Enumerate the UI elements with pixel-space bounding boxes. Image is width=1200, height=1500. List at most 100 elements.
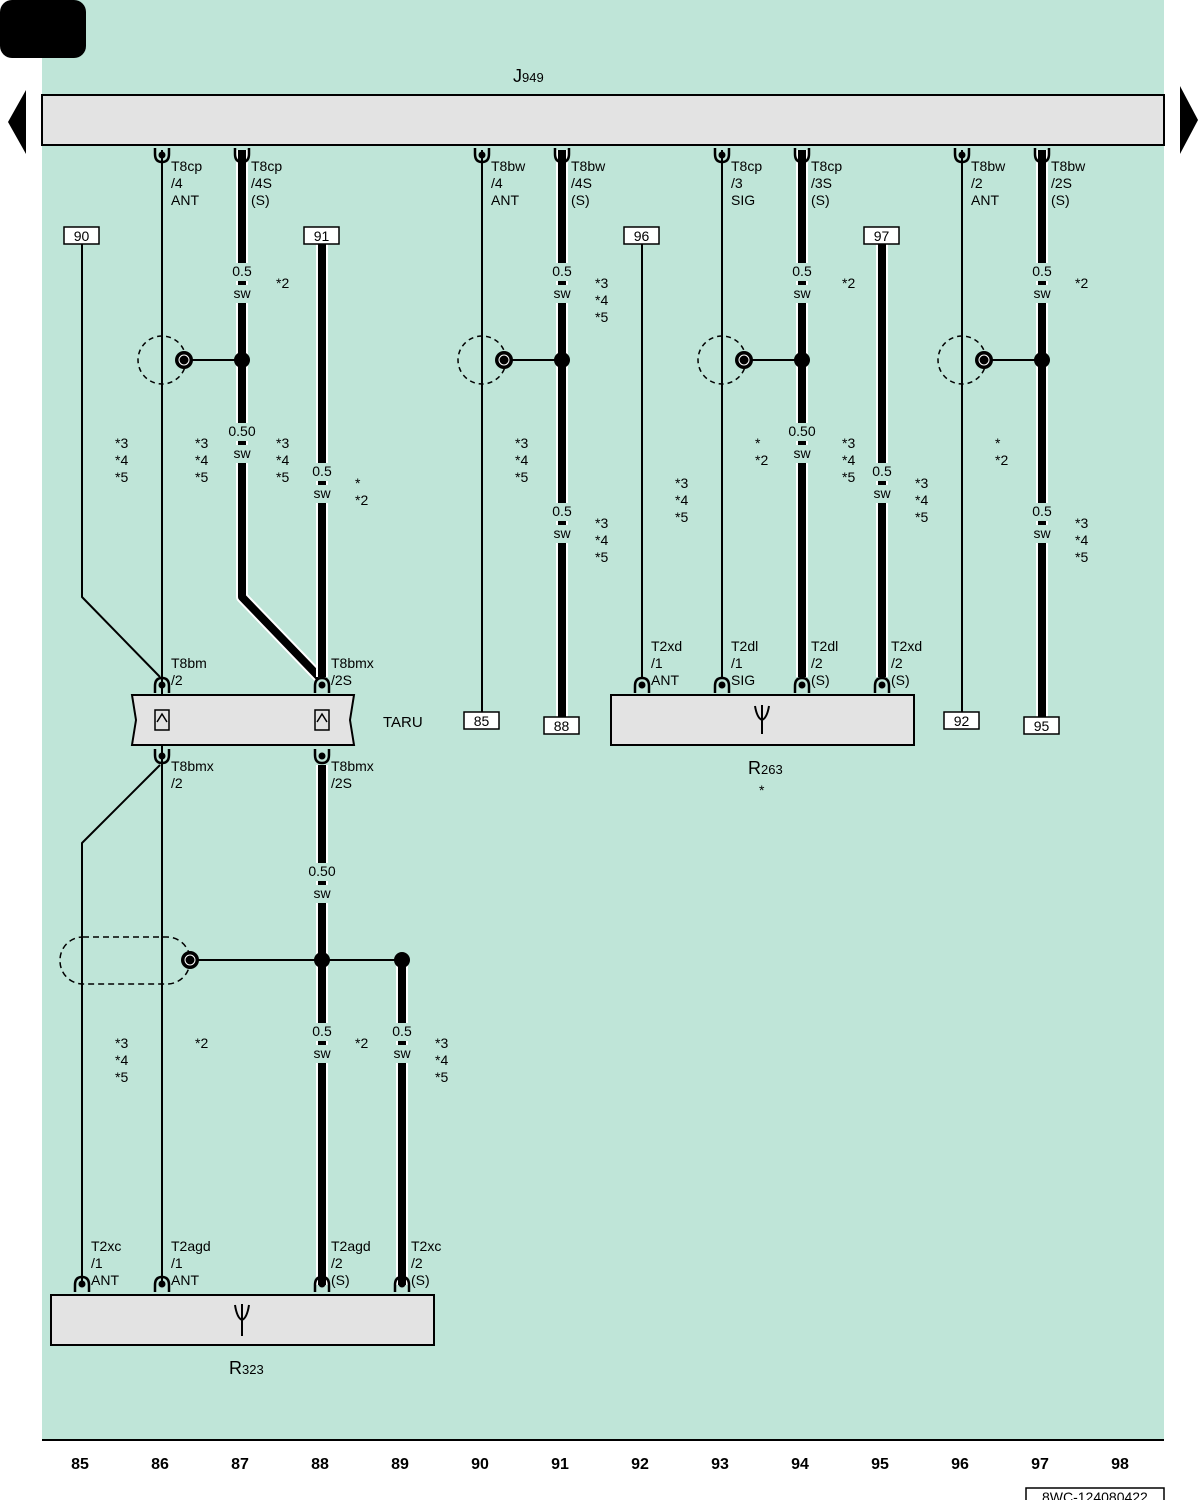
ref-box-95[interactable]: 95 [1023,716,1060,735]
note-marker: *5 [276,469,289,485]
junction-dot-2 [794,352,810,368]
pin-label: (S) [411,1272,430,1288]
unit-j949-label: J949 [513,66,544,86]
note-marker: *3 [842,435,855,451]
antenna-r323-icon [234,1304,250,1336]
note-marker: *5 [595,309,608,325]
ref-box-label: 96 [634,228,650,244]
column-number: 94 [791,1456,809,1473]
wire-spec: sw [393,1045,411,1061]
wire-spec: 0.5 [792,263,812,279]
nav-next-icon[interactable] [1180,86,1198,154]
wire-spec: sw [313,485,331,501]
column-number: 92 [631,1456,649,1473]
terminal-18 [313,1275,331,1292]
ref-box-90[interactable]: 90 [63,226,100,245]
ref-box-label: 97 [874,228,890,244]
ref-box-85[interactable]: 85 [463,711,500,730]
wire-spec: sw [873,485,891,501]
note-marker: * [995,435,1001,451]
taru-label: TARU [383,714,423,731]
note-marker: *2 [195,1035,208,1051]
note-marker: *5 [595,549,608,565]
terminal-16 [73,1275,91,1292]
note-marker: *2 [755,452,768,468]
wire-spec: sw [793,285,811,301]
terminal-3 [553,148,571,164]
shield-drain-point-4 [181,951,199,969]
ref-box-label: 90 [74,228,90,244]
pin-label: T8bmx [171,758,214,774]
note-marker: *3 [595,515,608,531]
note-marker: *5 [842,469,855,485]
pin-label: T8cp [811,158,842,174]
column-number: 89 [391,1456,409,1473]
terminal-2 [473,148,491,164]
wire-spec: 0.5 [232,263,252,279]
note-marker: *2 [276,275,289,291]
column-number: 98 [1111,1456,1129,1473]
ref-box-91[interactable]: 91 [303,226,340,245]
pin-label: T8cp [171,158,202,174]
wire-spec: 0.50 [788,423,815,439]
wire-spec: 0.50 [308,863,335,879]
nav-prev-icon[interactable] [8,90,26,154]
note-marker: *2 [1075,275,1088,291]
pin-label: T2xd [891,638,922,654]
pin-label: /4S [571,175,592,191]
pin-label: ANT [171,192,199,208]
pin-label: T2xc [91,1238,121,1254]
note-marker: * [355,475,361,491]
note-marker: *4 [595,532,608,548]
note-marker: *4 [842,452,855,468]
note-marker: * [755,435,761,451]
terminal-0 [153,148,171,164]
document-code-box [1025,1487,1165,1500]
wire-spec: 0.5 [1032,263,1052,279]
pin-label: /2 [171,775,183,791]
wire-spec: sw [793,445,811,461]
note-marker: *4 [915,492,928,508]
pin-label: /2 [811,655,823,671]
pin-label: /2S [331,775,352,791]
column-number: 86 [151,1456,169,1473]
pin-label: ANT [491,192,519,208]
ref-box-92[interactable]: 92 [943,711,980,730]
junction-dot-0 [234,352,250,368]
ref-box-label: 88 [554,718,570,734]
pin-label: /1 [171,1255,183,1271]
pin-label: T2xc [411,1238,441,1254]
wire-spec: sw [1033,285,1051,301]
ref-box-97[interactable]: 97 [863,226,900,245]
note-marker: *4 [115,1052,128,1068]
pin-label: T2agd [171,1238,211,1254]
ref-box-label: 91 [314,228,330,244]
note-marker: *4 [195,452,208,468]
pin-label: ANT [971,192,999,208]
shield-drain-point-0 [175,351,193,369]
column-number: 97 [1031,1456,1049,1473]
note-marker: *3 [276,435,289,451]
antenna-r323-label: R323 [229,1358,264,1378]
note-marker: *4 [675,492,688,508]
pin-label: (S) [251,192,270,208]
junction-dot-5 [394,952,410,968]
ref-box-88[interactable]: 88 [543,716,580,735]
ref-box-96[interactable]: 96 [623,226,660,245]
note-marker: *5 [115,1069,128,1085]
note-marker: *4 [435,1052,448,1068]
column-number: 96 [951,1456,969,1473]
wire-spec: sw [313,1045,331,1061]
pin-label: (S) [811,192,830,208]
column-number: 91 [551,1456,569,1473]
taru-contact-88 [314,709,330,731]
connectors [73,148,1051,1292]
antenna-r263-note: * [759,782,765,798]
pin-label: /2 [411,1255,423,1271]
terminal-15 [313,749,331,765]
wire-spec: 0.50 [228,423,255,439]
terminal-11 [713,676,731,693]
pin-label: T8bw [491,158,526,174]
reference-boxes: 90 91 96 97 85 88 92 95 [63,226,1060,735]
terminal-4 [713,148,731,164]
